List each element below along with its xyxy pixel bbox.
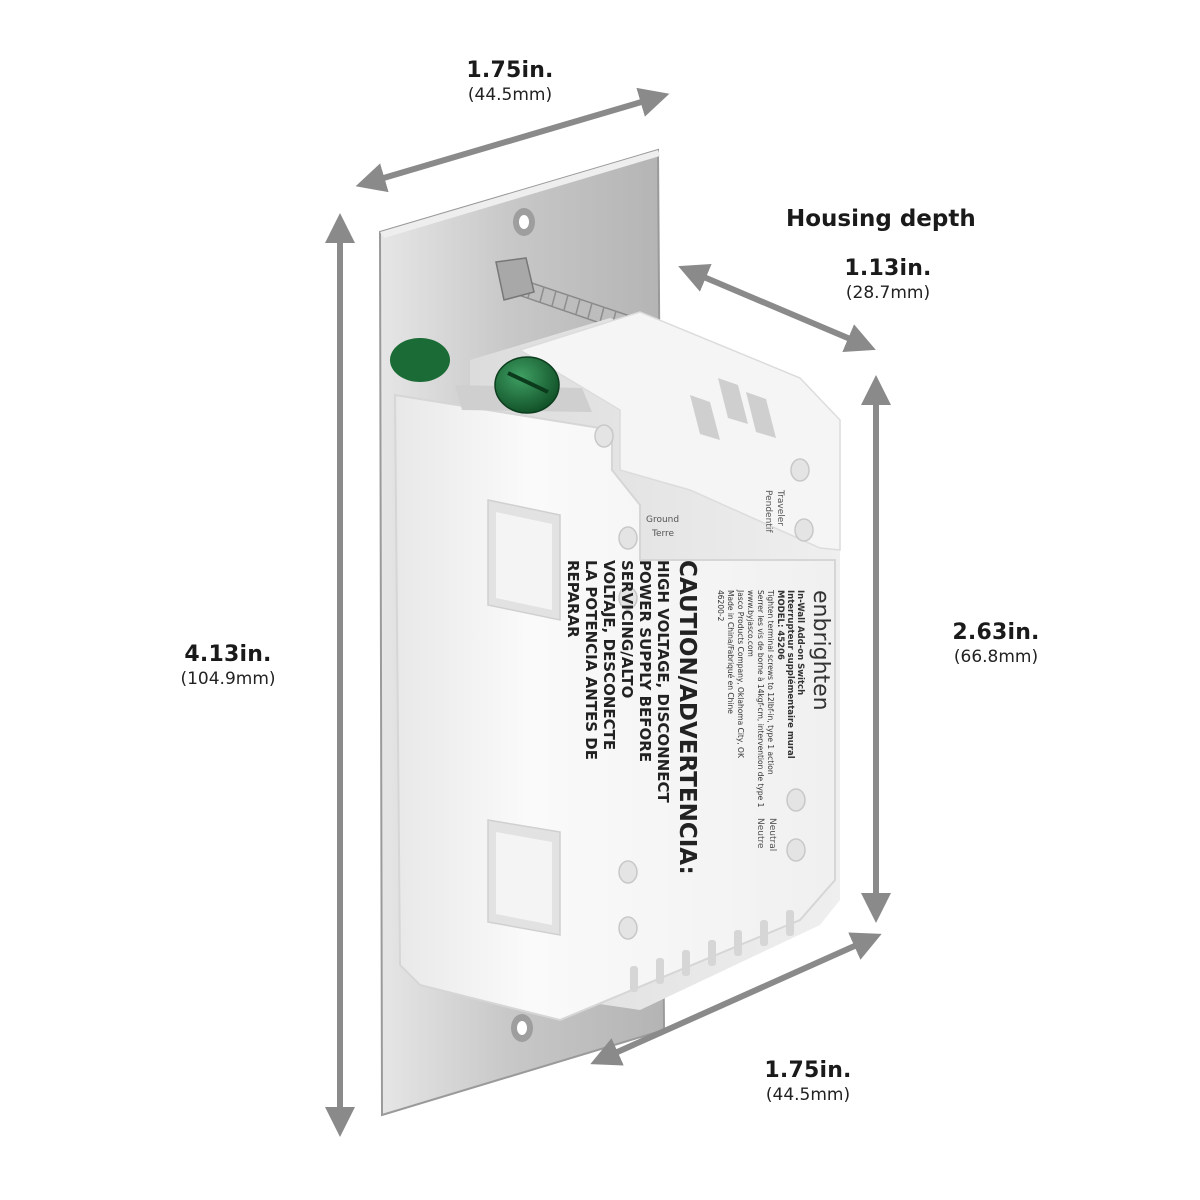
dimension-top-width-in: 1.75in. bbox=[466, 58, 554, 83]
dimension-bottom-width-in: 1.75in. bbox=[764, 1058, 852, 1083]
dimension-housing-depth: 1.13in. (28.7mm) bbox=[808, 256, 968, 303]
terminal-label-ground: Ground bbox=[646, 515, 679, 525]
terminal-window-lower bbox=[487, 819, 561, 936]
caution-line-5: LA POTENCIA ANTES DE bbox=[582, 560, 600, 760]
product-info-label: enbrighten In-Wall Add-on Switch Interru… bbox=[716, 589, 833, 808]
product-line-9: 46200-2 bbox=[716, 590, 725, 622]
terminal-label-neutral: Neutral bbox=[767, 818, 777, 851]
terminal-holes bbox=[594, 424, 814, 940]
housing-depth-title: Housing depth bbox=[786, 206, 976, 232]
dimension-housing-height: 2.63in. (66.8mm) bbox=[916, 620, 1076, 667]
arrow-bottom-width bbox=[590, 932, 882, 1066]
terminal-label-neutral-fr: Neutre bbox=[755, 818, 765, 849]
terminal-label-traveler: Traveler bbox=[775, 489, 785, 526]
product-line-6: www.byjasco.com bbox=[746, 590, 755, 657]
terminal-label-traveler-fr: Pendentif bbox=[763, 490, 773, 533]
caution-line-4: VOLTAJE, DESCONECTE bbox=[600, 560, 618, 750]
terminal-label-ground-fr: Terre bbox=[651, 529, 675, 539]
product-line-4: Tighten terminal screws to 12lbf-in, typ… bbox=[766, 589, 775, 775]
arrow-top-width bbox=[355, 87, 670, 193]
caution-title: CAUTION/ADVERTENCIA: bbox=[674, 560, 700, 875]
plate-screw-hole-bottom bbox=[511, 1014, 533, 1042]
product-line-8: Made in China/Fabriqué en Chine bbox=[726, 590, 735, 714]
dimension-bottom-width-mm: (44.5mm) bbox=[765, 1085, 851, 1105]
caution-line-6: REPARAR bbox=[564, 560, 582, 638]
ground-screw bbox=[390, 338, 592, 414]
product-line-7: Jasco Products Company, Oklahoma City, O… bbox=[736, 589, 745, 759]
dimension-top-width: 1.75in. (44.5mm) bbox=[430, 58, 590, 105]
dimension-housing-depth-mm: (28.7mm) bbox=[845, 283, 931, 303]
dimension-plate-height-mm: (104.9mm) bbox=[180, 669, 276, 689]
top-vent-slots bbox=[690, 378, 776, 440]
dimension-housing-height-mm: (66.8mm) bbox=[953, 647, 1039, 667]
device-label: CAUTION/ADVERTENCIA: HIGH VOLTAGE, DISCO… bbox=[564, 560, 700, 875]
dimension-plate-height-in: 4.13in. bbox=[184, 642, 272, 667]
caution-line-2: POWER SUPPLY BEFORE bbox=[636, 560, 654, 762]
dimension-housing-height-in: 2.63in. bbox=[952, 620, 1040, 645]
terminal-window-upper bbox=[487, 499, 561, 621]
brand-logo: enbrighten bbox=[808, 590, 833, 711]
caution-line-3: SERVICING/ALTO bbox=[618, 560, 636, 698]
dimension-top-width-mm: (44.5mm) bbox=[467, 85, 553, 105]
mounting-screw bbox=[495, 257, 637, 335]
caution-line-1: HIGH VOLTAGE, DISCONNECT bbox=[654, 560, 672, 804]
product-line-5: Serrer les vis de borne à 14kgf-cm, inte… bbox=[756, 590, 765, 808]
product-line-3: MODEL: 45206 bbox=[775, 590, 785, 660]
product-line-2: Interrupteur supplémentaire mural bbox=[785, 590, 796, 759]
dimension-housing-depth-in: 1.13in. bbox=[844, 256, 932, 281]
plate-screw-hole-top bbox=[513, 208, 535, 236]
dimension-plate-height: 4.13in. (104.9mm) bbox=[148, 642, 308, 689]
product-line-1: In-Wall Add-on Switch bbox=[795, 590, 805, 695]
arrow-housing-depth bbox=[678, 264, 876, 352]
dimension-bottom-width: 1.75in. (44.5mm) bbox=[728, 1058, 888, 1105]
